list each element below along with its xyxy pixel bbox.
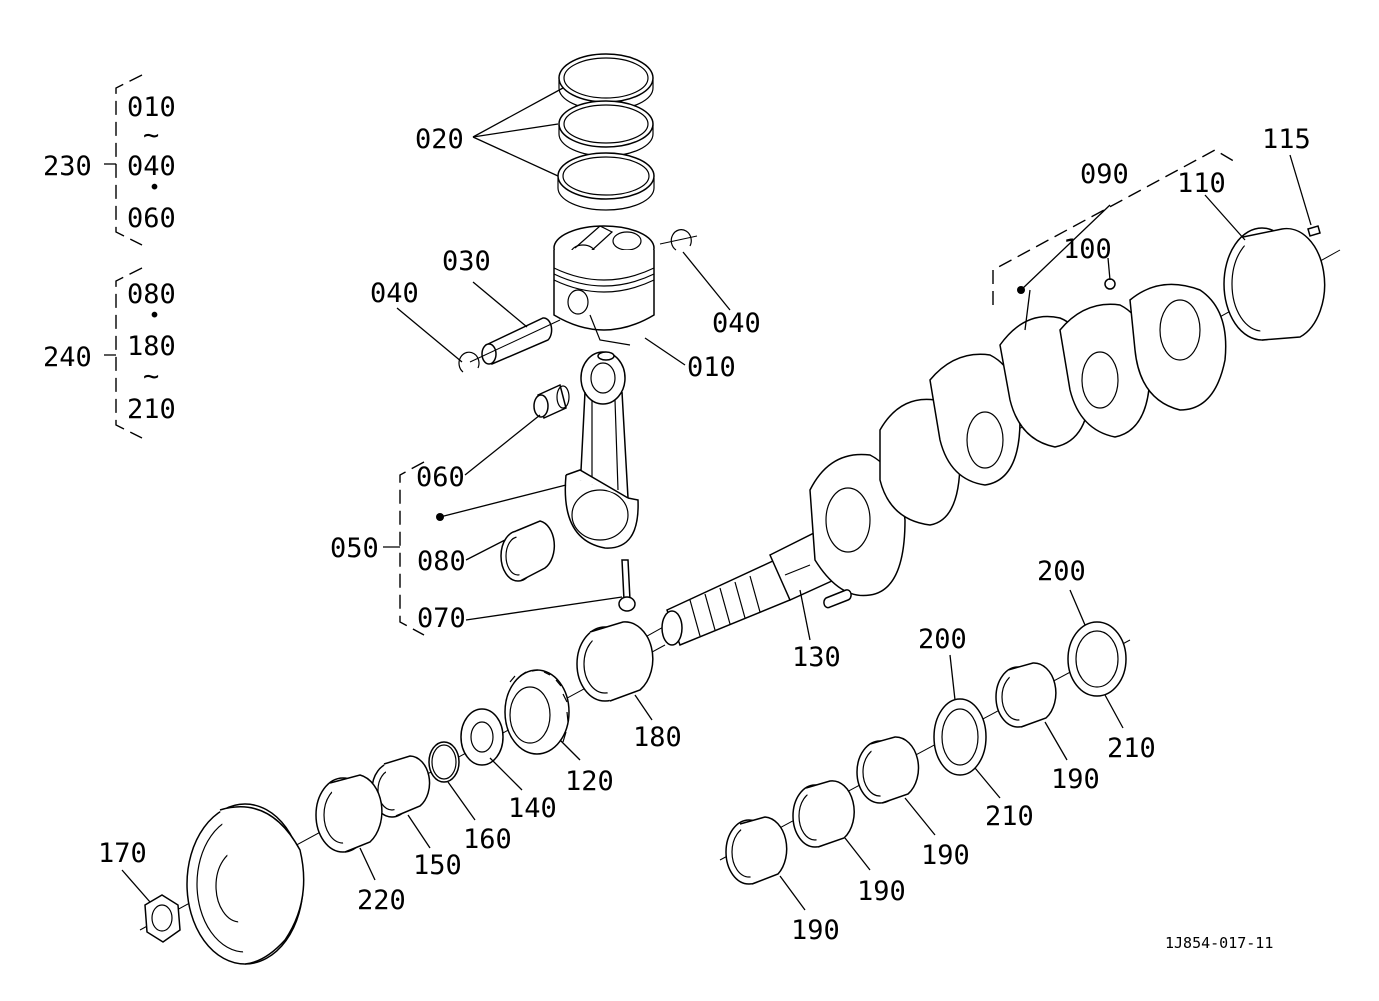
callout-front-bearing: 180 [633,722,682,753]
callout-snap-ring-left: 040 [370,278,419,309]
oil-plug-drawing [1104,278,1116,290]
callout-pulley-nut: 170 [98,838,147,869]
group-230-label: 230 [43,151,92,182]
main-bearing-3-drawing [856,736,920,804]
group-230: 230 010 ~ 040 ・ 060 [43,74,176,246]
rear-bearing-drawing [1223,227,1326,341]
callout-main-bearing-3: 190 [921,840,970,871]
callout-pin: 115 [1262,124,1311,155]
main-bearing-2-drawing [792,780,855,848]
callout-thrust-washer-d: 210 [1107,733,1156,764]
group-240-member: 180 [127,331,176,362]
callout-sleeve: 150 [413,850,462,881]
callout-thrust-washer-b: 200 [1037,556,1086,587]
callout-piston-rings: 020 [415,124,464,155]
main-bearing-4-drawing [995,662,1057,728]
group-230-member: 060 [127,203,176,234]
pulley-nut-drawing [144,894,181,943]
rod-bolt-drawing [618,559,636,612]
pulley-drawing [186,803,305,965]
callout-small-end-bushing: 060 [416,462,465,493]
oil-seal-drawing [315,774,383,853]
callout-crankpin-bearing: 080 [417,546,466,577]
group-240-member: ・ [141,301,168,332]
callout-o-ring: 160 [463,824,512,855]
feather-key-drawing [823,589,852,609]
callout-collar: 140 [508,793,557,824]
group-230-member: 040 [127,151,176,182]
callout-oil-plug: 100 [1063,234,1112,265]
connecting-rod-drawing [564,351,639,549]
piston-rings-drawing [557,53,655,211]
group-240-member: 080 [127,279,176,310]
callout-crankshaft-assy: 090 [1080,159,1129,190]
piston-pin-drawing [469,317,561,366]
thrust-washer-a-drawing [933,698,987,776]
group-230-member: ~ [143,120,159,151]
crankpin-bearing-drawing [500,520,556,582]
thrust-washer-b-drawing [1067,621,1127,697]
callout-rod-bolt: 070 [417,603,466,634]
leader-lines [121,87,1312,911]
callout-piston: 010 [687,352,736,383]
callout-main-bearing-1: 190 [791,915,840,946]
callout-oil-seal: 220 [357,885,406,916]
callout-labels: 020 030 040 040 010 060 050 080 070 090 … [98,124,1311,946]
o-ring-drawing [428,741,460,783]
group-240: 240 080 ・ 180 ~ 210 [43,267,176,439]
bearing-axis [719,639,1131,861]
callout-thrust-washer-a: 200 [918,624,967,655]
crank-gear-drawing [504,669,570,755]
collar-drawing [460,708,504,766]
crankshaft-drawing [639,249,1341,646]
callout-thrust-washer-c: 210 [985,801,1034,832]
callout-snap-ring-right: 040 [712,308,761,339]
callout-main-bearing-2: 190 [857,876,906,907]
small-end-bushing-drawing [533,383,570,420]
callout-rear-bearing: 110 [1177,168,1226,199]
group-230-member: 010 [127,92,176,123]
callout-connecting-rod-assy: 050 [330,533,379,564]
main-bearing-1-drawing [725,816,788,885]
callout-feather-key: 130 [792,642,841,673]
callout-main-bearing-4: 190 [1051,764,1100,795]
piston-drawing [553,225,655,346]
group-230-member: ・ [141,173,168,204]
snap-ring-left-drawing [458,351,480,373]
group-240-member: 210 [127,394,176,425]
callout-piston-pin: 030 [442,246,491,277]
snap-ring-right-drawing [659,229,698,251]
group-240-member: ~ [143,361,159,392]
front-bearing-drawing [576,621,654,702]
callout-crank-gear: 120 [565,766,614,797]
group-240-label: 240 [43,342,92,373]
diagram-reference-number: 1J854-017-11 [1165,934,1273,952]
pin-drawing [1307,225,1321,237]
